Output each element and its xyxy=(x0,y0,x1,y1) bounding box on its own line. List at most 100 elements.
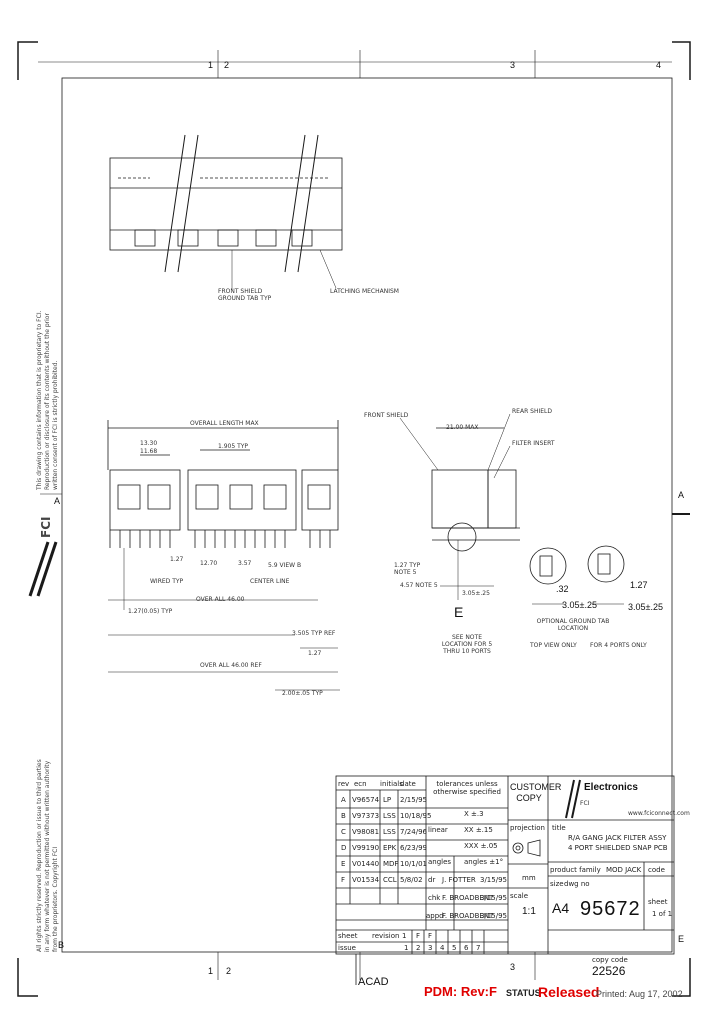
title-block-grid xyxy=(335,775,675,985)
optional-ground-tab-note: OPTIONAL GROUND TAB LOCATION xyxy=(536,618,610,632)
rev-row-a-rev: A xyxy=(341,796,346,804)
dim-4-57-note5: 4.57 NOTE 5 xyxy=(400,582,438,589)
view-b-note: 5.9 VIEW B xyxy=(268,562,302,569)
code-label: code xyxy=(648,866,665,874)
top-view-only-note: TOP VIEW ONLY xyxy=(530,642,577,649)
units-label: mm xyxy=(522,874,536,882)
revision-status-label: revision xyxy=(372,932,400,940)
issue-2: 2 xyxy=(416,944,421,952)
center-line-note: CENTER LINE xyxy=(250,578,290,585)
scale-label: scale xyxy=(510,892,529,900)
tolerance-label-angles: angles xyxy=(428,858,452,866)
brand-name: Electronics xyxy=(584,782,638,793)
dim-overall-46: OVER ALL 46.00 xyxy=(196,596,245,603)
rev-row-e-date: 10/1/01 xyxy=(400,860,427,868)
dim-1-27-detail: 1.27 xyxy=(630,580,648,590)
rev-row-c-ecn: V98081 xyxy=(352,828,380,836)
section-e-marker: E xyxy=(454,604,464,620)
status-label: STATUS xyxy=(506,988,541,998)
sheet-status-1: 1 xyxy=(402,932,407,940)
notice-line-4: All rights strictly reserved. Reproducti… xyxy=(36,759,43,952)
rev-row-d-init: EPK xyxy=(383,844,397,852)
rev-row-b-rev: B xyxy=(341,812,346,820)
signature-chk-date: 3/15/95 xyxy=(480,894,507,902)
zone-letter-right-a: A xyxy=(678,490,685,500)
rev-row-a-init: LP xyxy=(383,796,392,804)
notice-line-2: Reproduction or disclosure of its conten… xyxy=(44,313,51,490)
side-logo-text: FCI xyxy=(39,516,53,538)
rev-row-e-ecn: V01440 xyxy=(352,860,380,868)
dim-11-68: 11.68 xyxy=(140,448,158,455)
note-location-ports: SEE NOTE LOCATION FOR 5 THRU 10 PORTS xyxy=(441,634,493,655)
dim-3-505-typ: 3.505 TYP REF xyxy=(292,630,336,637)
rev-row-a-date: 2/15/95 xyxy=(400,796,427,804)
zone-letter-right-e: E xyxy=(678,934,685,944)
zone-number-bottom-1: 1 xyxy=(208,966,214,976)
rev-header-initials: initials xyxy=(380,780,403,788)
tolerance-x: X ±.3 xyxy=(464,810,484,818)
rev-row-f-init: CCL xyxy=(383,876,397,884)
rev-header-rev: rev xyxy=(338,780,350,788)
dim-1905-typ: 1.905 TYP xyxy=(218,443,249,450)
cad-label: ACAD xyxy=(358,976,389,988)
zone-letter-left-a: A xyxy=(54,496,61,506)
drawing-number-label: dwg no xyxy=(564,880,590,888)
rev-row-b-ecn: V97373 xyxy=(352,812,380,820)
dim-1-27-front: 1.27 xyxy=(170,556,184,563)
side-view-drawing xyxy=(399,413,520,600)
sheet-status-2: F xyxy=(416,932,421,940)
rear-shield-label: REAR SHIELD xyxy=(512,408,552,415)
sheet-label: sheet xyxy=(648,898,668,906)
rev-row-c-init: LSS xyxy=(383,828,396,836)
rev-header-date: date xyxy=(400,780,416,788)
rev-row-c-rev: C xyxy=(341,828,346,836)
dim-2-00-typ: 2.00±.05 TYP xyxy=(282,690,323,697)
drawing-border xyxy=(17,41,691,997)
dim-3-05-detail-right: 3.05±.25 xyxy=(628,602,663,612)
front-shield-ground-tab-note: FRONT SHIELD GROUND TAB TYP xyxy=(218,288,272,302)
issue-4: 4 xyxy=(440,944,445,952)
front-shield-label: FRONT SHIELD xyxy=(364,412,409,419)
dim-0-32: .32 xyxy=(556,584,569,594)
sheet-value: 1 of 1 xyxy=(652,910,673,918)
zone-number-2: 2 xyxy=(224,60,230,70)
brand-url: www.fciconnect.com xyxy=(628,810,690,817)
zone-number-3: 3 xyxy=(510,60,516,70)
signature-appd-date: 3/15/95 xyxy=(480,912,507,920)
tolerance-xx: XX ±.15 xyxy=(464,826,493,834)
issue-7: 7 xyxy=(476,944,481,952)
title-label: title xyxy=(552,824,566,832)
size-label: size xyxy=(550,880,564,888)
product-family-label: product family xyxy=(550,866,601,874)
signature-dr-role: dr xyxy=(428,876,436,884)
issue-5: 5 xyxy=(452,944,457,952)
rev-row-e-init: MDF xyxy=(383,860,399,868)
dim-1-27-typ-note5: 1.27 TYP NOTE 5 xyxy=(394,562,421,576)
dim-13-30: 13.30 xyxy=(140,440,158,447)
pdm-revision-label: PDM: Rev:F xyxy=(424,984,497,999)
dim-overall-46-ref: OVER ALL 46.00 REF xyxy=(200,662,262,669)
front-view-drawing xyxy=(107,420,340,691)
overall-length-dim: OVERALL LENGTH MAX xyxy=(190,420,259,427)
rev-row-b-init: LSS xyxy=(383,812,396,820)
issue-label: issue xyxy=(338,944,356,952)
rev-row-f-rev: F xyxy=(341,876,346,884)
projection-symbol xyxy=(512,839,541,857)
detail-views-drawing xyxy=(529,545,625,605)
notice-line-5: in any form whatever is not permitted wi… xyxy=(44,760,51,952)
dim-1-27-typ: 1.27(0.05) TYP xyxy=(128,608,173,615)
tolerances-header: tolerances unless otherwise specified xyxy=(433,780,501,796)
issue-1: 1 xyxy=(404,944,409,952)
zone-number-4: 4 xyxy=(656,60,662,70)
issue-3: 3 xyxy=(428,944,433,952)
rev-row-b-date: 10/18/95 xyxy=(400,812,432,820)
dim-3-05-side: 3.05±.25 xyxy=(462,590,490,597)
rev-row-d-rev: D xyxy=(341,844,347,852)
size-value: A4 xyxy=(552,900,570,916)
zone-number-1: 1 xyxy=(208,60,214,70)
scale-value: 1:1 xyxy=(522,906,536,917)
rev-row-c-date: 7/24/96 xyxy=(400,828,427,836)
four-ports-only-note: FOR 4 PORTS ONLY xyxy=(590,642,647,649)
sheet-status-3: F xyxy=(428,932,433,940)
